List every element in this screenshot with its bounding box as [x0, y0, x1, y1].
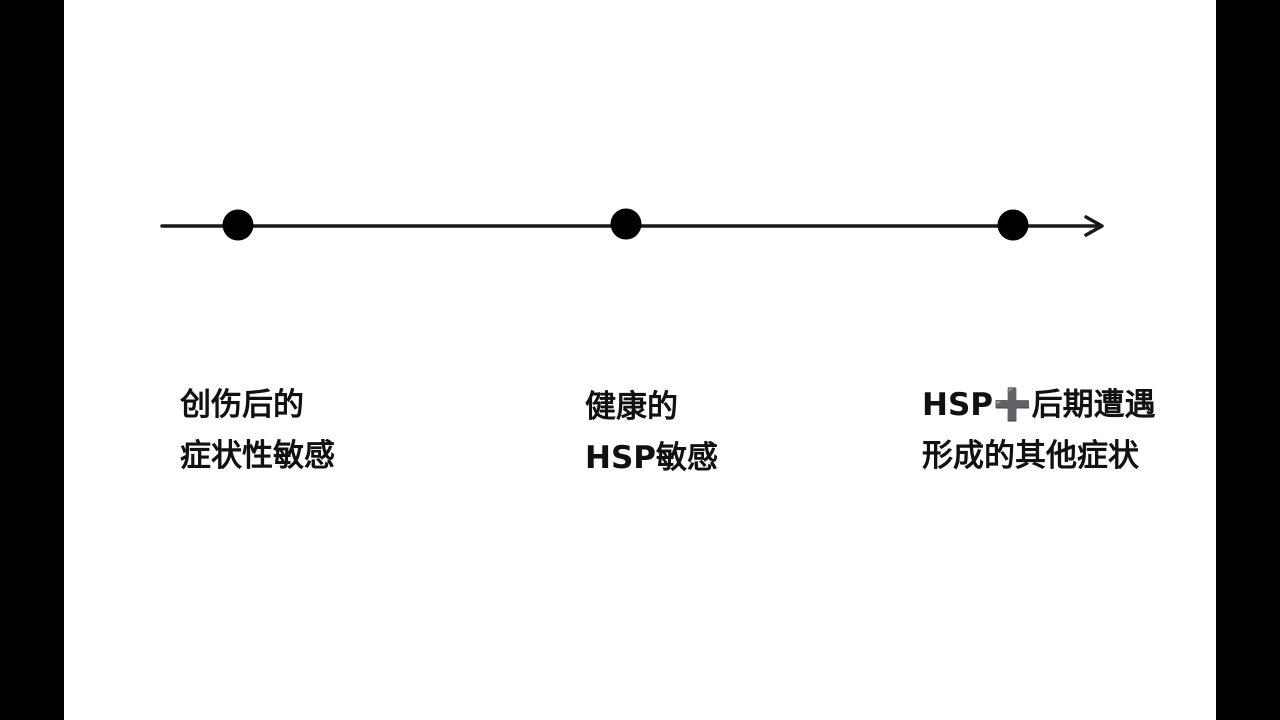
label-1-line-2: 症状性敏感 — [180, 438, 335, 474]
label-3-line-2: 形成的其他症状 — [922, 438, 1139, 474]
label-2-line-1: 健康的 — [585, 389, 678, 425]
label-3-line-1: HSP➕后期遭遇 — [922, 387, 1156, 423]
timeline-label-2: 健康的 HSP敏感 — [585, 382, 718, 484]
timeline-arrowhead — [1084, 215, 1104, 237]
label-2-line-2: HSP敏感 — [585, 440, 718, 476]
timeline-point-2 — [610, 208, 642, 240]
timeline-label-3: HSP➕后期遭遇 形成的其他症状 — [922, 380, 1156, 482]
slide-canvas: 创伤后的 症状性敏感 健康的 HSP敏感 HSP➕后期遭遇 形成的其他症状 — [64, 0, 1216, 720]
timeline-point-3 — [997, 209, 1029, 241]
label-1-line-1: 创伤后的 — [180, 387, 304, 423]
timeline-point-1 — [222, 209, 254, 241]
timeline-diagram — [160, 208, 1104, 241]
timeline-label-1: 创伤后的 症状性敏感 — [180, 380, 335, 482]
